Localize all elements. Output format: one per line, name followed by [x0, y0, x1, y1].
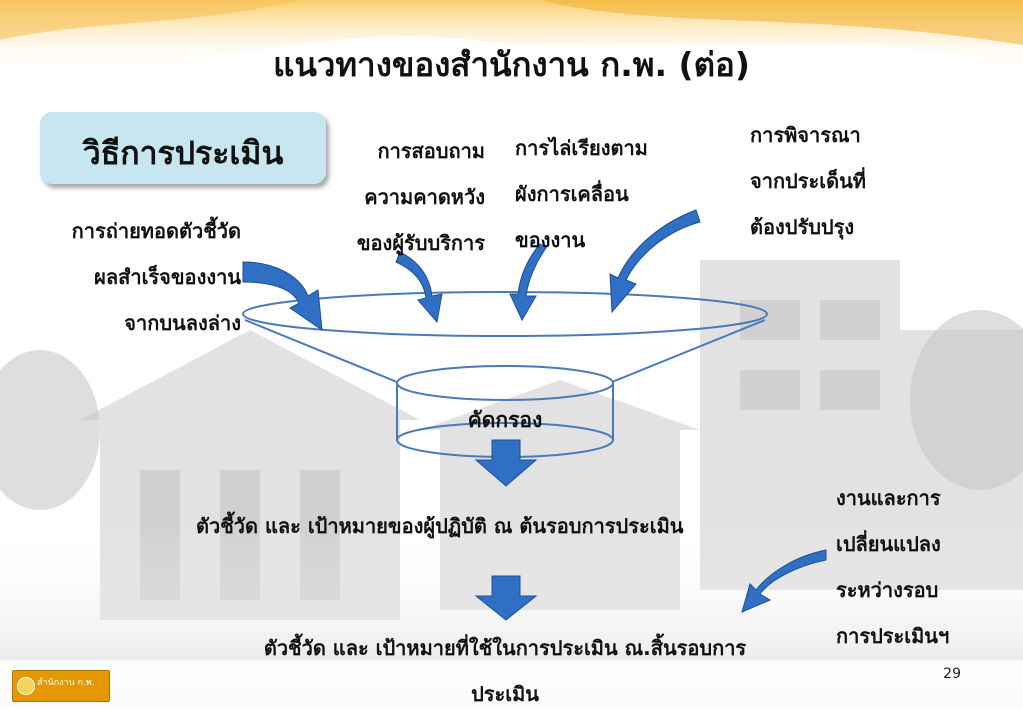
- change-note-line: งานและการ: [836, 486, 941, 510]
- input-cascade-line: การไล่เรียงตาม: [515, 136, 648, 160]
- input-top-down: การถ่ายทอดตัวชี้วัด ผลสำเร็จของงาน จากบน…: [72, 208, 241, 346]
- ocsc-logo: สำนักงาน ก.พ.: [12, 670, 110, 702]
- input-consider-line: ต้องปรับปรุง: [750, 215, 855, 239]
- input-consider: การพิจารณา จากประเด็นที่ ต้องปรับปรุง: [750, 112, 866, 250]
- arrow-down-2: [474, 575, 538, 621]
- arrow-cascade: [509, 243, 547, 322]
- method-box: วิธีการประเมิน: [40, 112, 326, 184]
- input-top-down-line: ผลสำเร็จของงาน: [94, 265, 241, 289]
- change-note-line: เปลี่ยนแปลง: [836, 532, 941, 556]
- input-survey-line: ของผู้รับบริการ: [356, 231, 485, 255]
- input-top-down-line: จากบนลงล่าง: [124, 311, 241, 335]
- result-start: ตัวชี้วัด และ เป้าหมายของผู้ปฏิบัติ ณ ต้…: [196, 514, 684, 538]
- change-note: งานและการ เปลี่ยนแปลง ระหว่างรอบ การประเ…: [836, 475, 949, 659]
- input-cascade-line: ผังการเคลื่อน: [515, 182, 629, 206]
- input-consider-line: จากประเด็นที่: [750, 169, 866, 193]
- arrow-consider: [609, 209, 701, 314]
- funnel-left-side: [244, 319, 398, 383]
- logo-text: สำนักงาน ก.พ.: [37, 678, 95, 688]
- input-survey-line: ความคาดหวัง: [364, 185, 485, 209]
- arrow-change: [741, 549, 827, 613]
- input-survey: การสอบถาม ความคาดหวัง ของผู้รับบริการ: [357, 128, 485, 266]
- result-end-line: ประเมิน: [471, 682, 539, 706]
- page-number: 29: [943, 666, 961, 682]
- arrow-survey: [395, 251, 443, 324]
- funnel-right-side: [611, 319, 766, 383]
- input-cascade: การไล่เรียงตาม ผังการเคลื่อน ของงาน: [515, 125, 648, 263]
- result-end: ตัวชี้วัด และ เป้าหมายที่ใช้ในการประเมิน…: [0, 625, 1010, 717]
- cylinder-top-ellipse: [396, 365, 614, 401]
- method-box-label: วิธีการประเมิน: [82, 134, 284, 172]
- result-end-line: ตัวชี้วัด และ เป้าหมายที่ใช้ในการประเมิน…: [263, 636, 747, 660]
- seal-icon: [17, 677, 35, 695]
- filter-label: คัดกรอง: [467, 408, 543, 432]
- input-cascade-line: ของงาน: [515, 228, 586, 252]
- input-survey-line: การสอบถาม: [377, 139, 485, 163]
- input-consider-line: การพิจารณา: [750, 123, 861, 147]
- input-top-down-line: การถ่ายทอดตัวชี้วัด: [71, 219, 241, 243]
- funnel-top-ellipse: [242, 291, 768, 337]
- change-note-line: ระหว่างรอบ: [836, 578, 939, 602]
- arrow-top-down-kpi: [242, 261, 323, 332]
- slide-title: แนวทางของสำนักงาน ก.พ. (ต่อ): [273, 45, 750, 84]
- arrow-down-1: [474, 439, 538, 487]
- change-note-line: การประเมินฯ: [836, 624, 950, 648]
